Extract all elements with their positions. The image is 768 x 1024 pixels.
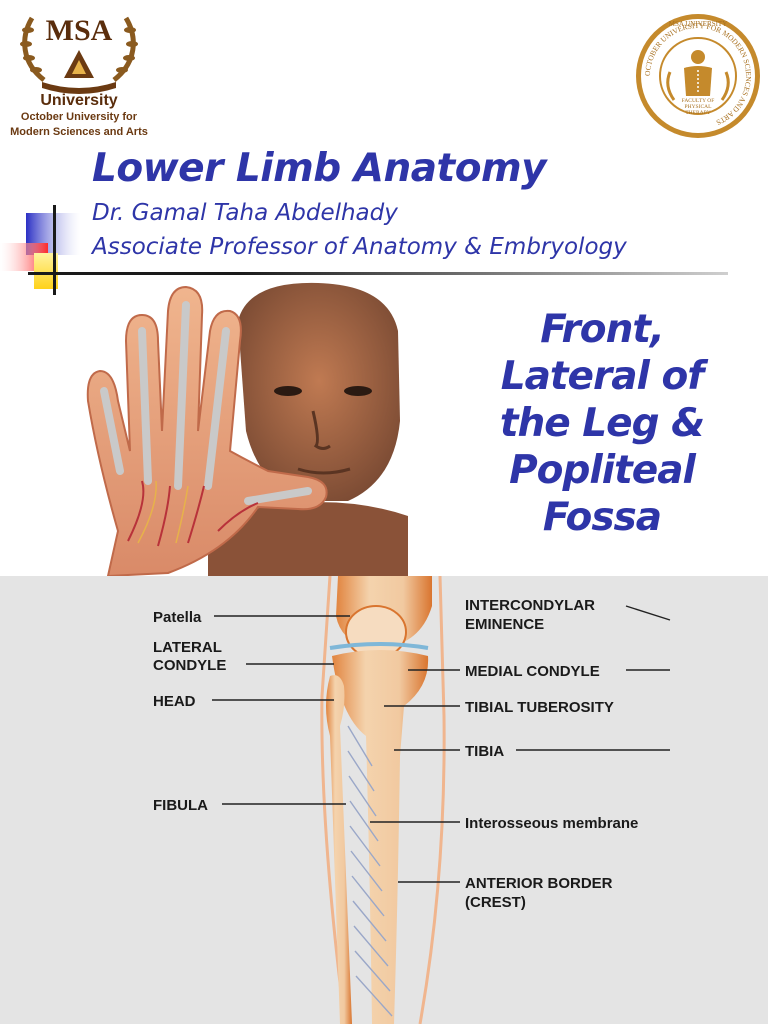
label-lateral-condyle-2: CONDYLE <box>153 657 227 674</box>
label-lateral-condyle-1: LATERAL <box>153 639 222 656</box>
msa-university-logo: MSA University October University for Mo… <box>4 8 154 148</box>
label-head: HEAD <box>153 693 196 710</box>
leg-bones-diagram: Patella LATERAL CONDYLE HEAD FIBULA INTE… <box>0 576 768 1024</box>
header-divider <box>28 272 728 275</box>
label-intercondylar-1: INTERCONDYLAR <box>465 597 595 614</box>
seal-center-text: FACULTY OF PHYSICAL THERAPY <box>681 98 715 116</box>
author-position: Associate Professor of Anatomy & Embryol… <box>92 234 627 260</box>
msa-wordmark: MSA <box>45 14 113 47</box>
label-fibula: FIBULA <box>153 797 208 814</box>
face-shape <box>238 282 400 501</box>
hand-illustration <box>86 285 328 576</box>
leader-intercondylar <box>625 605 671 621</box>
tibia-fibula-illustration <box>212 576 671 1024</box>
msa-university-text: University <box>40 92 118 109</box>
label-tibia: TIBIA <box>465 743 505 760</box>
subtitle-line-5: Fossa <box>542 495 662 540</box>
page-title: Lower Limb Anatomy <box>92 146 547 191</box>
author-name: Dr. Gamal Taha Abdelhady <box>92 200 398 226</box>
msa-subtitle-line1: October University for <box>20 111 138 123</box>
label-interosseous-membrane: Interosseous membrane <box>465 815 639 832</box>
subtitle-line-1: Front, <box>540 307 665 352</box>
label-patella: Patella <box>153 609 202 626</box>
subtitle-line-3: the Leg & <box>499 401 705 446</box>
hand-anatomy-image <box>58 281 408 576</box>
subtitle-line-4: Popliteal <box>509 448 696 493</box>
seal-laurel-icon <box>666 71 676 101</box>
laurel-wreath-icon <box>20 16 138 94</box>
subtitle-line-2: Lateral of <box>500 354 705 399</box>
msa-subtitle-line2: Modern Sciences and Arts <box>10 126 148 138</box>
label-anterior-border-1: ANTERIOR BORDER <box>465 875 613 892</box>
decorative-squares <box>0 205 80 295</box>
label-tibial-tuberosity: TIBIAL TUBEROSITY <box>465 699 614 716</box>
faculty-seal-logo: OCTOBER UNIVERSITY FOR MODERN SCIENCES A… <box>634 12 762 140</box>
human-torso-icon <box>684 50 712 96</box>
label-intercondylar-2: EMINENCE <box>465 616 545 633</box>
section-subtitle: Front, Lateral of the Leg & Popliteal Fo… <box>452 306 752 541</box>
label-anterior-border-2: (CREST) <box>465 894 526 911</box>
seal-top-text: MSA UNIVERSITY <box>669 20 728 28</box>
label-medial-condyle: MEDIAL CONDYLE <box>465 663 600 680</box>
